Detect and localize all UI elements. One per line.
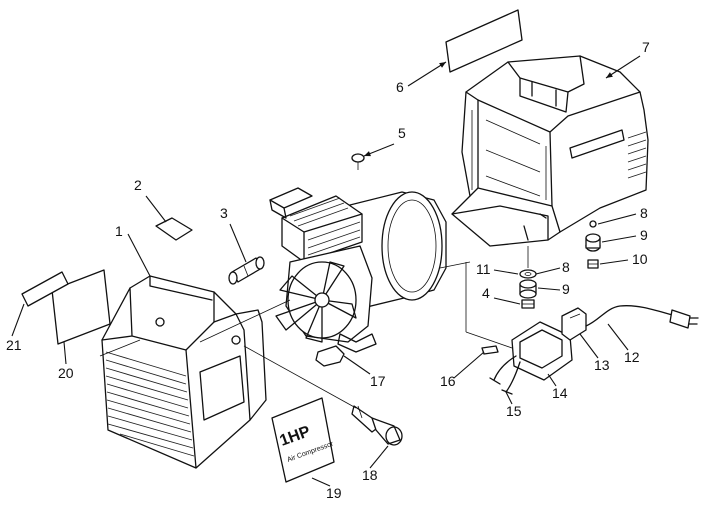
callout-number: 14 — [552, 385, 568, 401]
leader-line — [493, 269, 519, 275]
leader-arrowhead — [439, 62, 446, 68]
leader-line — [579, 333, 599, 359]
part-6-label-plate — [445, 9, 523, 73]
callout-17: 17 — [343, 355, 386, 389]
leader-line — [63, 341, 67, 365]
leader-line — [369, 445, 389, 469]
callout-5: 5 — [363, 125, 406, 157]
part-20-filter-element — [51, 269, 111, 345]
callout-2: 2 — [134, 177, 167, 223]
callout-number: 4 — [482, 285, 490, 301]
callout-number: 10 — [632, 251, 648, 267]
callout-7: 7 — [605, 39, 650, 79]
part-15-wire-leads — [489, 355, 521, 395]
leader-line — [599, 259, 629, 265]
leader-line — [407, 61, 447, 87]
hardware-left-stack — [519, 246, 537, 309]
callout-number: 11 — [476, 261, 491, 277]
callout-number: 9 — [562, 281, 570, 297]
callout-13: 13 — [579, 333, 610, 373]
leader-line — [597, 213, 637, 225]
leader-arrowhead — [364, 151, 371, 157]
callout-number: 9 — [640, 227, 648, 243]
callout-number: 20 — [58, 365, 74, 381]
callout-number: 21 — [6, 337, 22, 353]
part-5-screw — [351, 153, 365, 170]
leader-line — [605, 55, 641, 79]
leader-line — [311, 477, 331, 487]
callout-15: 15 — [505, 391, 522, 419]
part-21-filter-cover — [21, 271, 69, 307]
callout-11: 11 — [476, 261, 519, 277]
callout-number: 7 — [642, 39, 650, 55]
part-18-drain-valve — [351, 405, 403, 446]
callout-8a: 8 — [597, 205, 648, 225]
leader-line — [493, 297, 521, 305]
leader-line — [505, 391, 513, 405]
part-14-switch-housing — [511, 321, 573, 381]
callout-19: 19 — [311, 477, 342, 501]
callout-4: 4 — [482, 285, 521, 305]
part-13-pressure-switch — [561, 307, 587, 341]
part-17-clip — [315, 345, 345, 367]
callout-1: 1 — [115, 223, 151, 277]
callout-number: 8 — [640, 205, 648, 221]
hardware-right-stack — [585, 220, 601, 269]
callout-number: 8 — [562, 259, 570, 275]
part-3-tube-fitting — [228, 256, 265, 285]
callout-number: 18 — [362, 467, 378, 483]
callout-8b: 8 — [535, 259, 570, 275]
callout-number: 15 — [506, 403, 522, 419]
leader-line — [547, 373, 557, 387]
pump-motor-assembly — [269, 187, 447, 353]
leader-line — [127, 233, 151, 277]
callout-number: 1 — [115, 223, 123, 239]
callout-20: 20 — [58, 341, 74, 381]
leader-line — [537, 287, 561, 291]
callout-number: 16 — [440, 373, 456, 389]
leader-line — [601, 235, 637, 243]
leader-line — [11, 303, 25, 337]
assembly-lines — [99, 261, 513, 409]
callout-10: 10 — [599, 251, 648, 267]
callout-number: 12 — [624, 349, 640, 365]
callout-number: 2 — [134, 177, 142, 193]
callout-number: 5 — [398, 125, 406, 141]
part-2-filter-pad — [155, 217, 193, 241]
callout-number: 17 — [370, 373, 386, 389]
leader-line — [453, 351, 485, 379]
part-7-rear-shroud — [451, 55, 649, 247]
part-16-terminal — [481, 345, 499, 355]
callout-number: 6 — [396, 79, 404, 95]
callout-number: 3 — [220, 205, 228, 221]
part-1-front-shroud — [101, 275, 267, 469]
callout-16: 16 — [440, 351, 485, 389]
callout-18: 18 — [362, 445, 389, 483]
leader-line — [607, 323, 629, 351]
callout-number: 19 — [326, 485, 342, 501]
part-19-hp-decal: 1HP Air Compressor — [271, 397, 335, 483]
leader-line — [343, 355, 371, 375]
part-12-power-cord — [585, 305, 699, 329]
callout-14: 14 — [547, 373, 568, 401]
callout-9b: 9 — [537, 281, 570, 297]
callout-9a: 9 — [601, 227, 648, 243]
leader-line — [145, 195, 167, 223]
callout-21: 21 — [6, 303, 25, 353]
callout-3: 3 — [220, 205, 247, 263]
callout-number: 13 — [594, 357, 610, 373]
leader-line — [229, 223, 247, 263]
leader-arrowhead — [606, 72, 613, 78]
callout-12: 12 — [607, 323, 640, 365]
leader-line — [535, 267, 561, 275]
callout-6: 6 — [396, 61, 447, 95]
